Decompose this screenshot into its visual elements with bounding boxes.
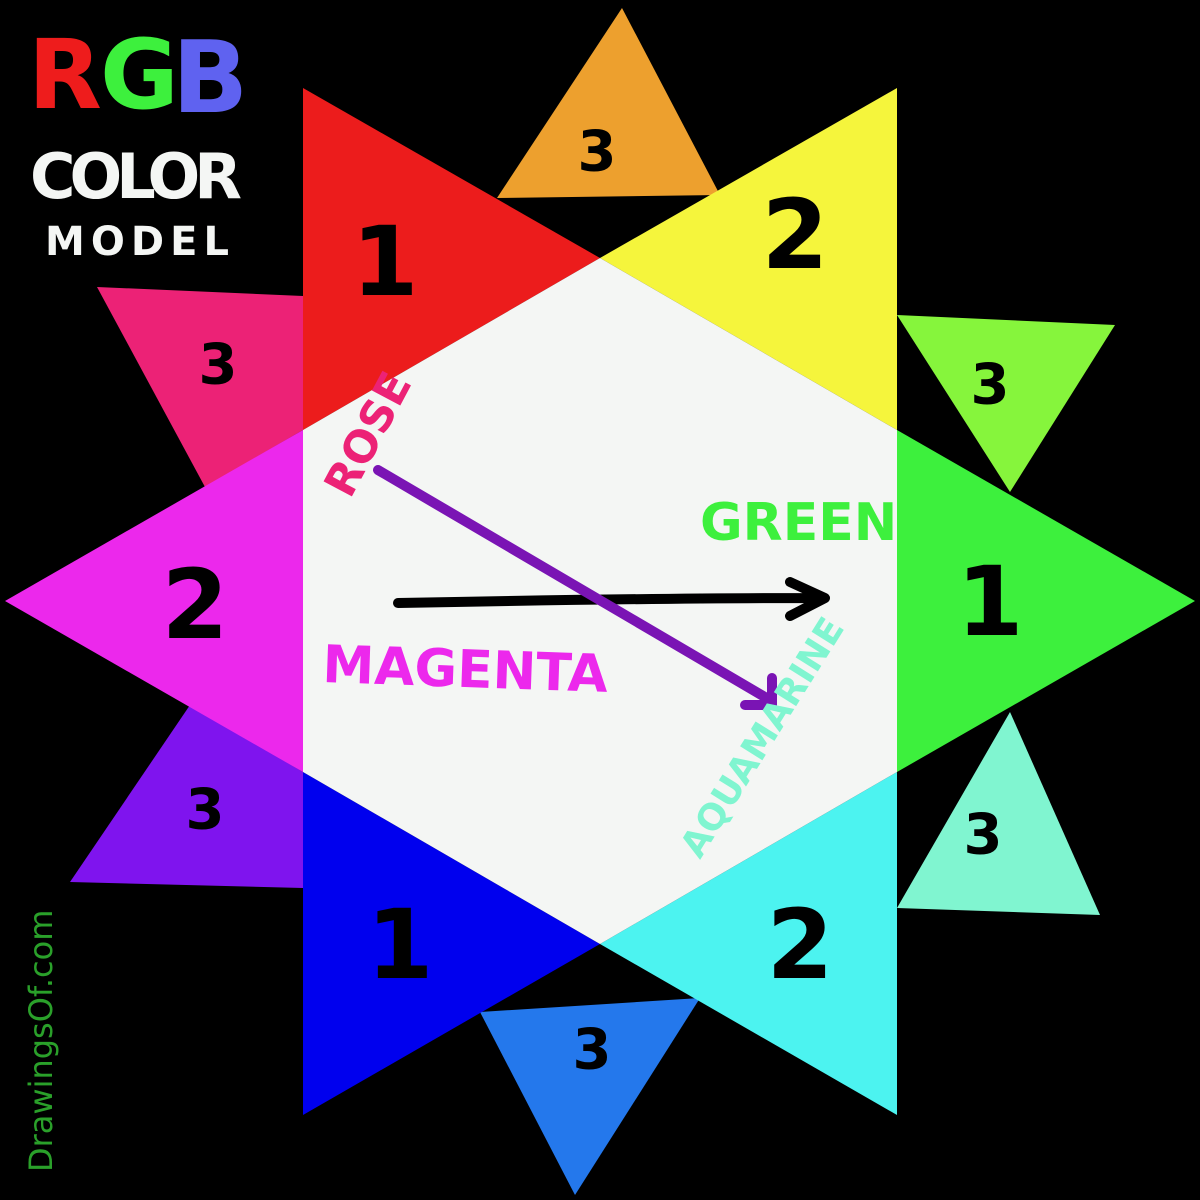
label-green: GREEN — [700, 493, 897, 553]
tertiary-number-azure: 3 — [573, 1018, 612, 1083]
primary-triangle-cyan — [600, 772, 897, 1115]
title-color: COLOR — [30, 140, 242, 213]
title-letter-r: R — [28, 19, 102, 131]
watermark: DrawingsOf.com — [22, 910, 60, 1172]
primary-triangle-red — [303, 88, 600, 430]
primary-number-yellow: 2 — [762, 179, 829, 291]
primary-number-red: 1 — [352, 206, 419, 318]
title: R G B COLOR MODEL — [28, 19, 248, 265]
tertiary-number-chartreuse: 3 — [971, 353, 1010, 418]
title-letter-b: B — [172, 19, 248, 136]
primary-triangle-yellow — [600, 88, 897, 430]
primary-number-cyan: 2 — [767, 889, 834, 1001]
primary-triangle-blue — [303, 772, 600, 1115]
primary-triangle-green — [897, 430, 1195, 772]
primary-triangle-magenta — [5, 430, 303, 772]
primary-number-blue: 1 — [367, 889, 434, 1001]
label-magenta: MAGENTA — [322, 635, 609, 705]
tertiary-number-rose: 3 — [199, 333, 238, 398]
tertiary-triangle-azure — [480, 998, 700, 1195]
tertiary-number-orange: 3 — [578, 120, 617, 185]
purple-arrow — [373, 465, 777, 710]
title-model: MODEL — [45, 219, 235, 265]
tertiary-number-spring-green: 3 — [964, 803, 1003, 868]
tertiary-triangle-violet — [70, 705, 303, 888]
tertiary-triangle-chartreuse — [897, 315, 1115, 492]
primary-number-magenta: 2 — [162, 549, 229, 661]
black-arrow — [393, 577, 830, 621]
tertiary-triangle-spring-green — [897, 712, 1100, 915]
tertiary-triangle-orange — [497, 8, 720, 198]
tertiary-number-violet: 3 — [186, 778, 225, 843]
title-letter-g: G — [100, 19, 179, 131]
primary-number-green: 1 — [957, 546, 1024, 658]
tertiary-triangle-rose — [97, 287, 303, 487]
